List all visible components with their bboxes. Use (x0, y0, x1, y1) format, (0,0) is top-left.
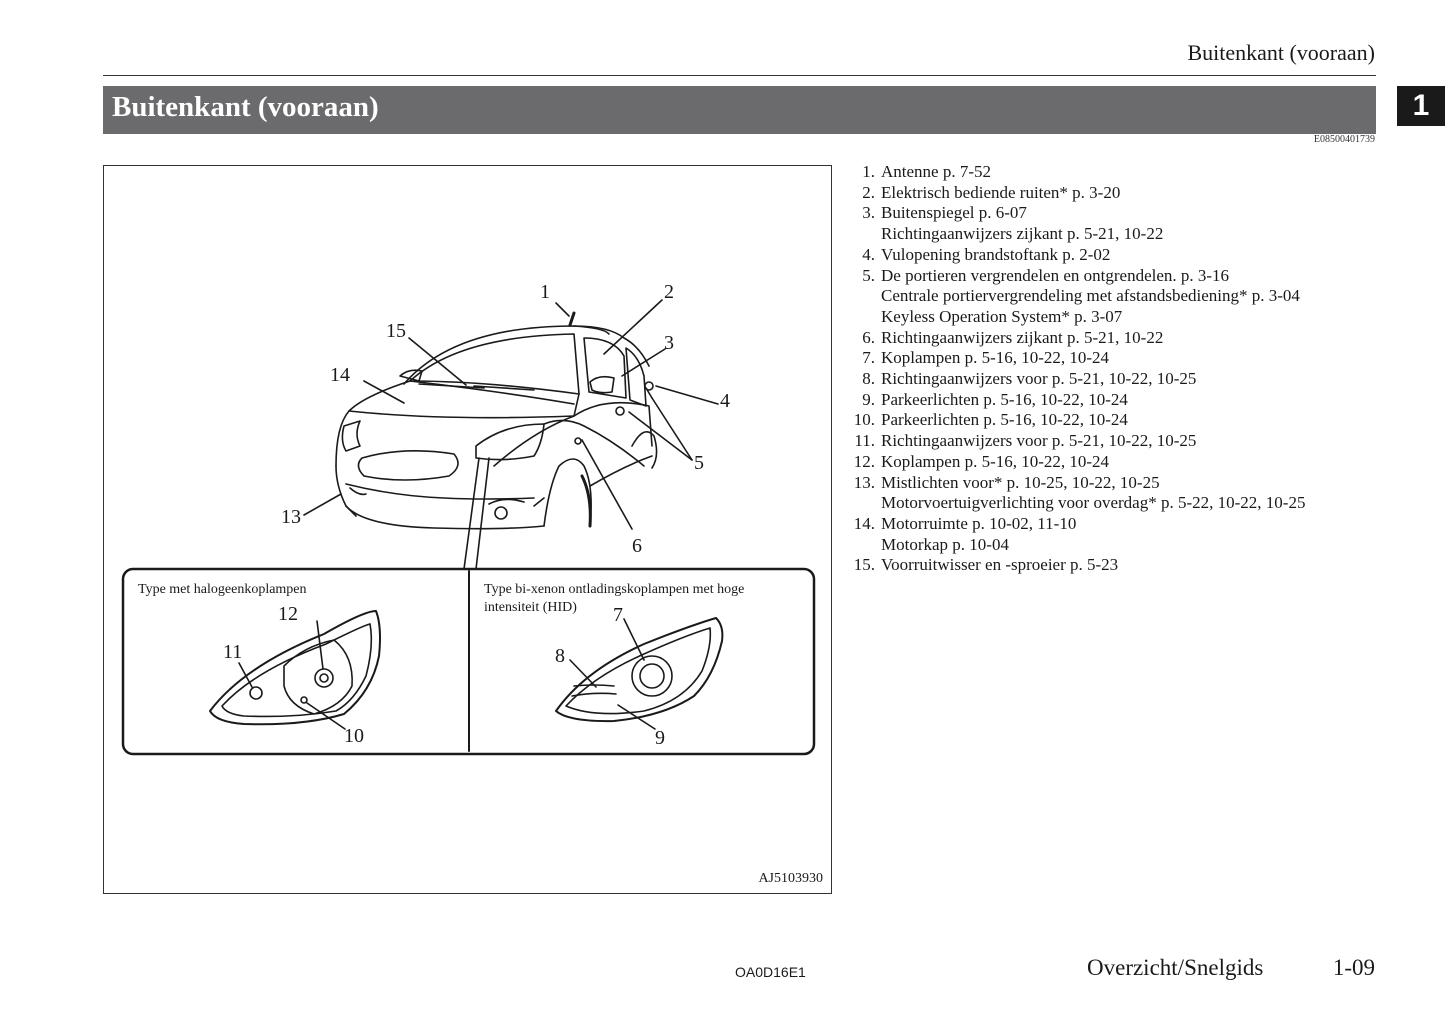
legend-item: 7. Koplampen p. 5-16, 10-22, 10-24 (845, 348, 1305, 369)
legend-text: Keyless Operation System* p. 3-07 (881, 306, 1123, 326)
legend-text: Parkeerlichten p. 5-16, 10-22, 10-24 (881, 410, 1128, 430)
callout-3: 3 (664, 332, 674, 354)
legend-item: 6. Richtingaanwijzers zijkant p. 5-21, 10… (845, 328, 1305, 349)
legend-item: 2. Elektrisch bediende ruiten* p. 3-20 (845, 183, 1305, 204)
inset-caption-hid-line2: intensiteit (HID) (484, 600, 577, 615)
legend-number: 13. (853, 472, 875, 492)
legend-number: 1. (862, 162, 875, 181)
legend-number: 3. (862, 203, 875, 223)
legend-item: 9. Parkeerlichten p. 5-16, 10-22, 10-24 (845, 390, 1305, 411)
document-code: E08500401739 (1313, 134, 1375, 145)
legend-text: Centrale portiervergrendeling met afstan… (881, 286, 1300, 306)
callout-9: 9 (655, 727, 665, 749)
callout-5: 5 (694, 452, 704, 474)
legend-text: Richtingaanwijzers voor p. 5-21, 10-22, … (881, 369, 1197, 389)
callout-10: 10 (344, 725, 364, 747)
legend-number: 15. (853, 555, 875, 575)
legend-text: Parkeerlichten p. 5-16, 10-22, 10-24 (881, 389, 1128, 409)
legend-item: 8. Richtingaanwijzers voor p. 5-21, 10-22… (845, 369, 1305, 390)
callout-11: 11 (223, 641, 243, 663)
legend-number: 10. (853, 410, 875, 430)
legend-item: 13. Mistlichten voor* p. 10-25, 10-22, 10… (845, 472, 1306, 514)
parts-legend: 1. Antenne p. 7-52 2. Elektrisch bediende … (845, 162, 1306, 576)
legend-text: Motorruimte p. 10-02, 11-10 (881, 513, 1077, 533)
figure-id: AJ5103930 (758, 871, 823, 886)
legend-number: 5. (862, 265, 875, 285)
legend-number: 9. (862, 389, 875, 409)
legend-item: 15. Voorruitwisser en -sproeier p. 5-23 (845, 555, 1305, 576)
legend-number: 8. (862, 369, 875, 389)
legend-text: Richtingaanwijzers voor p. 5-21, 10-22, … (881, 431, 1197, 451)
header-divider (103, 75, 1376, 76)
legend-text: Elektrisch bediende ruiten* p. 3-20 (881, 182, 1121, 202)
legend-text: Motorvoertuigverlichting voor overdag* p… (881, 493, 1306, 513)
callout-2: 2 (664, 281, 674, 303)
legend-number: 12. (853, 451, 875, 471)
legend-text: Motorkap p. 10-04 (881, 534, 1009, 554)
legend-number: 11. (854, 431, 875, 451)
callout-14: 14 (330, 364, 350, 386)
legend-number: 4. (862, 244, 875, 264)
legend-text: Vulopening brandstoftank p. 2-02 (881, 244, 1111, 264)
legend-text: Richtingaanwijzers zijkant p. 5-21, 10-2… (881, 224, 1164, 244)
legend-text: Antenne p. 7-52 (881, 162, 992, 181)
legend-item: 4. Vulopening brandstoftank p. 2-02 (845, 245, 1305, 266)
legend-text: Richtingaanwijzers zijkant p. 5-21, 10-2… (881, 327, 1164, 347)
legend-text: Koplampen p. 5-16, 10-22, 10-24 (881, 348, 1110, 368)
chapter-tab: 1 (1397, 86, 1445, 126)
legend-item: 1. Antenne p. 7-52 (845, 162, 1305, 183)
footer-section-title: Overzicht/Snelgids (1087, 955, 1264, 980)
legend-text: Voorruitwisser en -sproeier p. 5-23 (881, 555, 1119, 575)
section-title: Buitenkant (vooraan) (103, 86, 1376, 134)
callout-13: 13 (281, 506, 301, 528)
legend-number: 6. (862, 327, 875, 347)
legend-text: Mistlichten voor* p. 10-25, 10-22, 10-25 (881, 472, 1160, 492)
legend-text: De portieren vergrendelen en ontgrendele… (881, 265, 1230, 285)
callout-12: 12 (278, 603, 298, 625)
legend-item: 11. Richtingaanwijzers voor p. 5-21, 10-2… (845, 431, 1305, 452)
running-header: Buitenkant (vooraan) (1187, 40, 1375, 65)
legend-text: Buitenspiegel p. 6-07 (881, 203, 1027, 223)
callout-7: 7 (613, 604, 623, 626)
car-illustration (121, 299, 816, 756)
callout-6: 6 (632, 535, 642, 557)
footer-code: OA0D16E1 (735, 964, 806, 980)
inset-caption-hid-line1: Type bi-xenon ontladingskoplampen met ho… (484, 582, 745, 597)
callout-4: 4 (720, 390, 730, 412)
legend-number: 14. (853, 513, 875, 533)
inset-caption-halogen: Type met halogeenkoplampen (138, 582, 307, 597)
callout-1: 1 (540, 281, 550, 303)
legend-text: Koplampen p. 5-16, 10-22, 10-24 (881, 451, 1110, 471)
legend-item: 10. Parkeerlichten p. 5-16, 10-22, 10-24 (845, 410, 1305, 431)
callout-15: 15 (386, 320, 406, 342)
page-number: 1-09 (1332, 955, 1375, 980)
callout-8: 8 (555, 645, 565, 667)
exterior-figure: 1 2 3 4 5 6 7 8 9 10 11 12 13 14 15 Type… (103, 165, 832, 894)
legend-number: 7. (862, 348, 875, 368)
legend-item: 12. Koplampen p. 5-16, 10-22, 10-24 (845, 452, 1305, 473)
legend-item: 5. De portieren vergrendelen en ontgrende… (845, 266, 1305, 328)
legend-number: 2. (862, 182, 875, 202)
